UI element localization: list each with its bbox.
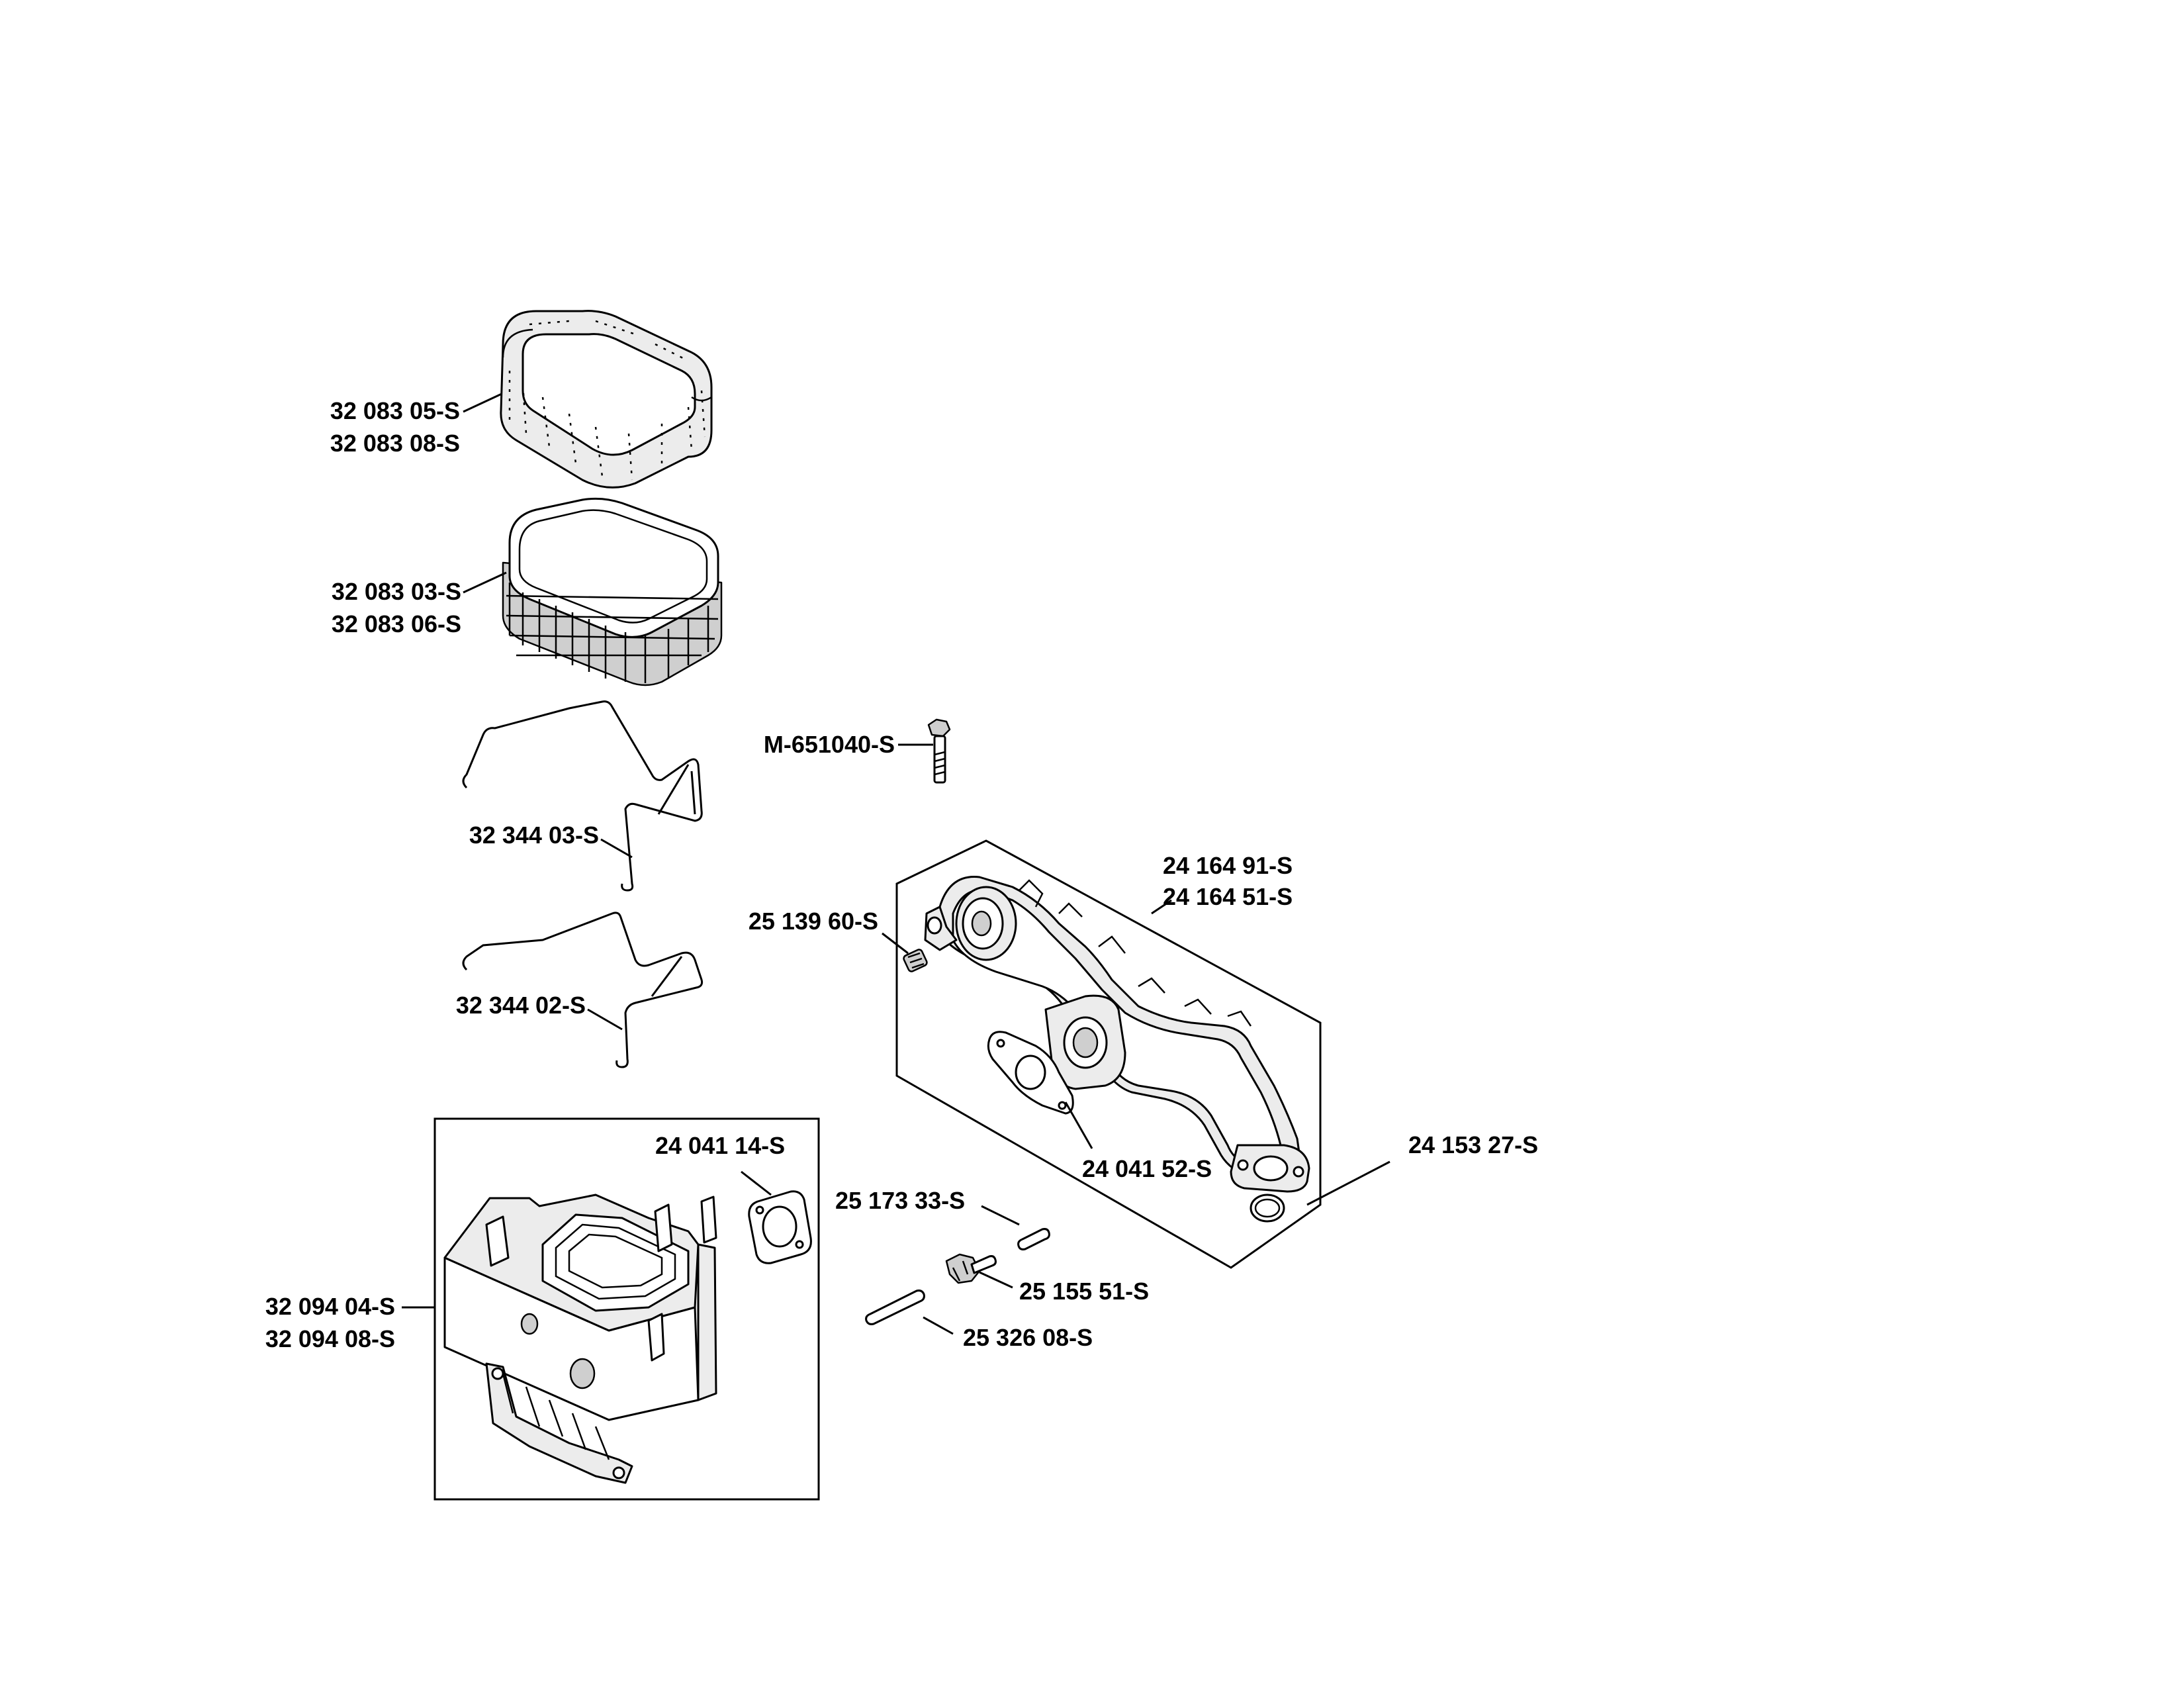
paper-element-drawing — [502, 497, 723, 686]
leader-manifold-gasket — [1064, 1102, 1093, 1149]
fitting-drawing — [903, 949, 928, 972]
leader-clip-lower — [587, 1008, 623, 1031]
label-base-1: 32 094 04-S — [265, 1293, 395, 1320]
manifold-gasket-drawing — [987, 1031, 1074, 1115]
label-intake-manifold-2: 24 164 51-S — [1163, 883, 1293, 910]
leader-bracket — [979, 1271, 1013, 1289]
label-clip-upper: 32 344 03-S — [469, 821, 599, 849]
retaining-clip-upper-detail — [657, 764, 696, 815]
label-o-ring: 24 153 27-S — [1408, 1131, 1538, 1158]
intake-manifold-frame — [895, 839, 1322, 1269]
foam-precleaner-drawing — [500, 310, 713, 489]
label-paper-element-1: 32 083 03-S — [332, 578, 461, 605]
base-frame — [433, 1117, 820, 1501]
label-base-gasket: 24 041 14-S — [655, 1132, 785, 1159]
label-screw: M-651040-S — [764, 731, 895, 758]
label-fitting: 25 139 60-S — [749, 908, 878, 935]
label-clip-lower: 32 344 02-S — [456, 992, 586, 1019]
base-gasket-drawing — [748, 1190, 812, 1264]
label-foam-precleaner-2: 32 083 08-S — [330, 430, 460, 457]
screw-drawing — [927, 718, 951, 784]
label-pin-short: 25 173 33-S — [835, 1187, 965, 1214]
label-manifold-gasket: 24 041 52-S — [1082, 1155, 1212, 1182]
leader-paper-element — [463, 571, 507, 594]
leader-intake-manifold — [1151, 899, 1172, 915]
leader-base-gasket — [741, 1170, 772, 1196]
base-drawing — [443, 1194, 717, 1484]
label-bracket: 25 155 51-S — [1019, 1278, 1149, 1305]
leader-pin-long — [923, 1316, 954, 1335]
retaining-clip-upper-drawing — [462, 700, 703, 892]
retaining-clip-lower-drawing — [462, 912, 704, 1068]
o-ring-drawing — [1250, 1194, 1285, 1223]
intake-manifold-drawing — [924, 876, 1310, 1193]
leader-foam-precleaner — [463, 393, 502, 413]
leader-pin-short — [981, 1205, 1020, 1226]
o-ring-inner — [1254, 1198, 1281, 1218]
label-pin-long: 25 326 08-S — [963, 1324, 1093, 1351]
leader-fitting — [882, 932, 909, 955]
retaining-clip-lower-detail — [651, 956, 683, 997]
pin-short-drawing — [1017, 1228, 1050, 1250]
leader-o-ring — [1306, 1160, 1390, 1206]
label-paper-element-2: 32 083 06-S — [332, 610, 461, 637]
label-base-2: 32 094 08-S — [265, 1325, 395, 1352]
pin-long-drawing — [865, 1289, 925, 1325]
label-foam-precleaner-1: 32 083 05-S — [330, 397, 460, 424]
bracket-drawing — [945, 1253, 997, 1284]
leader-clip-upper — [600, 838, 633, 859]
label-intake-manifold-1: 24 164 91-S — [1163, 852, 1293, 879]
